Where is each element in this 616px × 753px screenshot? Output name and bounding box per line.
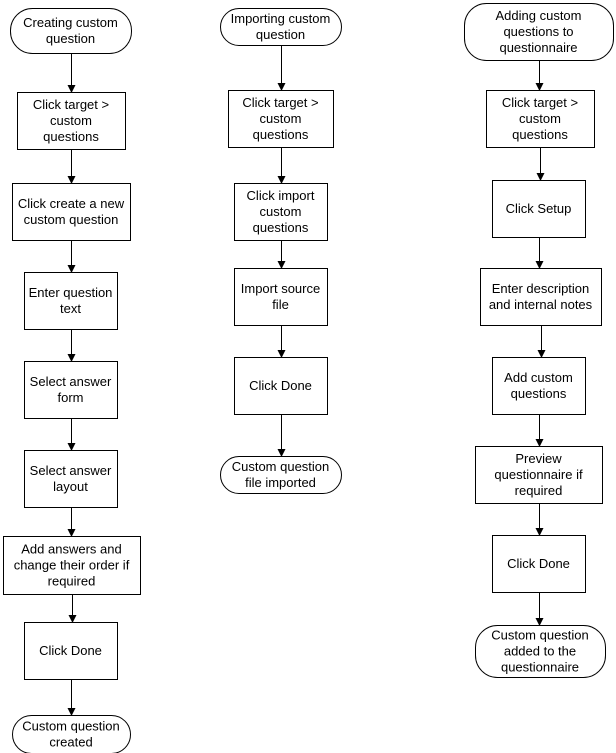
node-shape <box>220 8 342 46</box>
node-shape <box>480 268 602 326</box>
process-node-a6: Click Done <box>492 535 586 593</box>
process-node-c7: Click Done <box>24 622 118 680</box>
node-shape <box>24 361 118 419</box>
node-shape <box>220 456 342 494</box>
node-shape <box>228 90 334 148</box>
node-label-line: Adding custom <box>496 8 582 23</box>
node-label-line: Importing custom <box>231 11 331 26</box>
node-label-line: layout <box>53 479 88 494</box>
node-label-line: Creating custom <box>23 15 118 30</box>
node-label-line: Click target > <box>502 95 578 110</box>
node-label-line: questionnaire <box>499 40 577 55</box>
node-label-line: Custom question <box>491 628 589 643</box>
node-label-line: Click Done <box>507 556 570 571</box>
node-shape <box>234 357 328 415</box>
node-label-line: questions to <box>503 24 573 39</box>
node-label-line: required <box>515 483 563 498</box>
node-label-line: Click Setup <box>506 201 572 216</box>
node-shape <box>3 536 141 595</box>
node-label-line: question <box>46 31 95 46</box>
node-shape <box>10 8 132 54</box>
node-label-line: Custom question <box>232 459 330 474</box>
node-label-line: questions <box>512 127 568 142</box>
node-label-line: Click create a new <box>18 196 125 211</box>
node-shape <box>492 535 586 593</box>
node-label-line: Click Done <box>39 643 102 658</box>
node-label-line: Import source <box>241 281 320 296</box>
node-label-line: Custom question <box>22 719 120 734</box>
node-shape <box>234 183 328 241</box>
process-node-a2: Click Setup <box>492 180 586 238</box>
node-label-line: Click target > <box>242 95 318 110</box>
node-label-line: Select answer <box>30 374 112 389</box>
node-label-line: required <box>48 574 96 589</box>
node-shape <box>234 268 328 326</box>
node-label-line: questions <box>43 129 99 144</box>
node-shape <box>486 90 595 148</box>
node-shape <box>24 272 118 330</box>
process-node-i4: Click Done <box>234 357 328 415</box>
node-label-line: text <box>60 301 81 316</box>
node-label-line: Enter question <box>29 285 113 300</box>
node-label-line: created <box>49 735 92 750</box>
node-label-line: file imported <box>245 475 316 490</box>
node-label-line: questions <box>253 220 309 235</box>
node-label-line: questions <box>253 127 309 142</box>
node-shape <box>12 183 131 241</box>
node-shape <box>17 92 126 150</box>
node-label-line: Add answers and <box>21 542 121 557</box>
edges-layer <box>67 45 546 716</box>
node-label-line: custom <box>260 111 302 126</box>
node-label-line: custom <box>50 113 92 128</box>
node-label-line: added to the <box>504 644 576 659</box>
node-label-line: question <box>256 27 305 42</box>
node-label-line: questions <box>511 386 567 401</box>
node-shape <box>475 625 606 678</box>
node-shape <box>12 715 131 753</box>
node-shape <box>24 450 118 508</box>
node-label-line: Enter description <box>492 281 590 296</box>
node-label-line: Add custom <box>504 370 573 385</box>
node-label-line: Click target > <box>33 97 109 112</box>
node-label-line: Select answer <box>30 463 112 478</box>
node-shape <box>464 3 614 61</box>
node-label-line: Click Done <box>249 378 312 393</box>
node-label-line: Click import <box>247 188 315 203</box>
node-label-line: change their order if <box>14 558 130 573</box>
node-label-line: custom question <box>24 212 119 227</box>
node-shape <box>24 622 118 680</box>
node-label-line: file <box>272 297 289 312</box>
node-label-line: questionnaire if <box>494 467 583 482</box>
node-label-line: questionnaire <box>501 660 579 675</box>
node-label-line: custom <box>519 111 561 126</box>
node-label-line: and internal notes <box>489 297 593 312</box>
node-shape <box>492 180 586 238</box>
node-label-line: Preview <box>515 451 562 466</box>
node-shape <box>492 357 586 415</box>
node-label-line: custom <box>260 204 302 219</box>
node-shape <box>475 446 603 504</box>
node-label-line: form <box>58 390 84 405</box>
